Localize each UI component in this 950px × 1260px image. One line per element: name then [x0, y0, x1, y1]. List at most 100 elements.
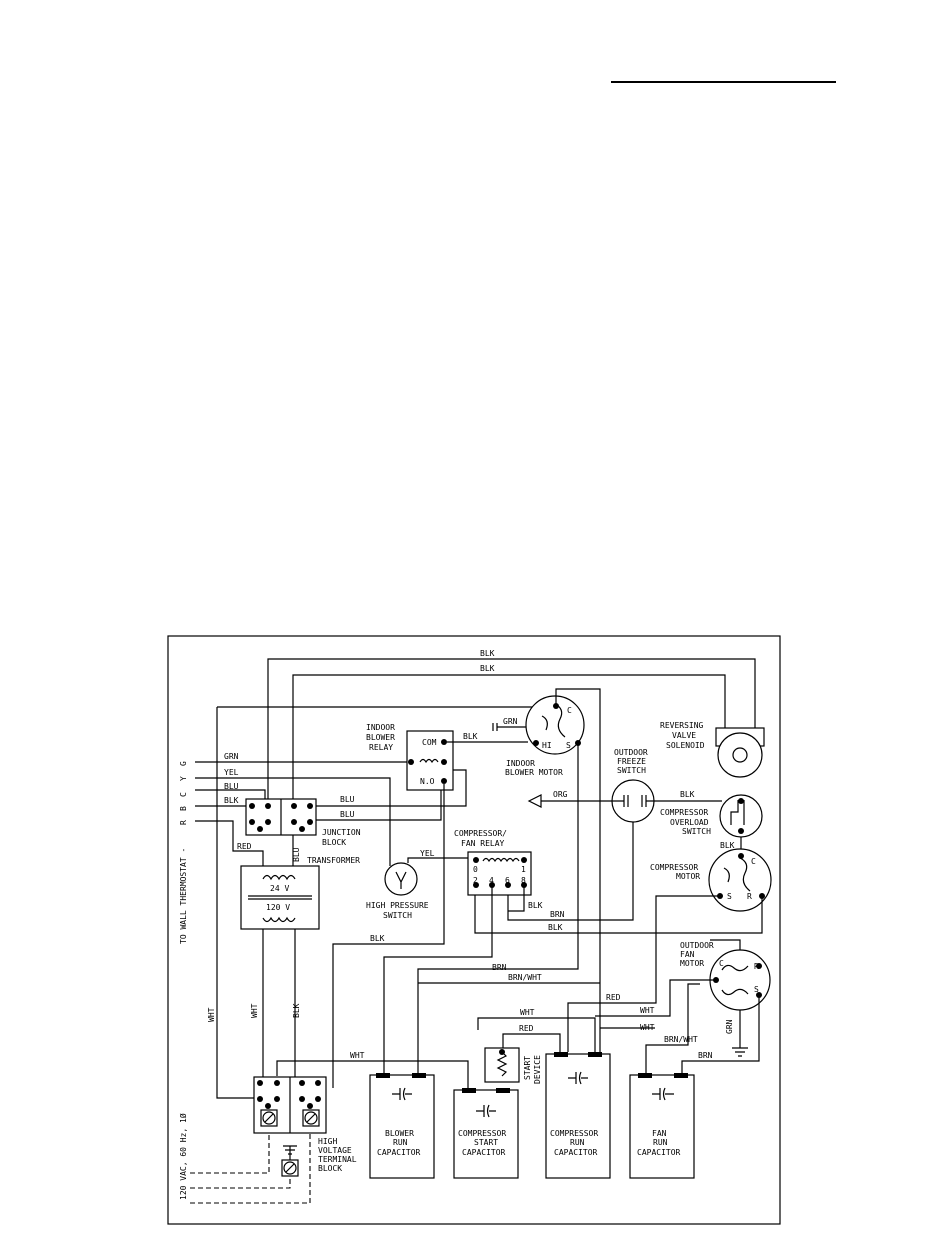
svg-text:CAPACITOR: CAPACITOR	[462, 1148, 506, 1157]
wire-label-brn-freeze: BRN	[550, 910, 565, 919]
wire-label-blu-vertical: BLU	[292, 847, 301, 862]
relay-t8: 8	[521, 876, 526, 885]
wire-label-grn-thermostat: GRN	[224, 752, 239, 761]
svg-text:BLOWER MOTOR: BLOWER MOTOR	[505, 768, 563, 777]
wire-label-blu-junction-1: BLU	[340, 795, 355, 804]
fan-motor-c: C	[719, 959, 724, 968]
wire-label-red-transformer: RED	[237, 842, 252, 851]
transformer-secondary: 24 V	[270, 884, 289, 893]
svg-text:MOTOR: MOTOR	[676, 872, 700, 881]
thermostat-terminal-b: B	[179, 806, 188, 811]
svg-text:SOLENOID: SOLENOID	[666, 741, 705, 750]
wire-label-blu-junction-2: BLU	[340, 810, 355, 819]
thermostat-terminal-c: C	[179, 792, 188, 797]
diagram-frame	[167, 635, 781, 1225]
power-label: 120 VAC, 60 Hz, 1Ø	[178, 1113, 188, 1200]
blower-motor-s: S	[566, 741, 571, 750]
svg-text:RELAY: RELAY	[369, 743, 393, 752]
relay-t4: 4	[489, 876, 494, 885]
svg-text:REVERSING: REVERSING	[660, 721, 704, 730]
svg-text:START: START	[474, 1138, 498, 1147]
high-pressure-switch	[384, 862, 418, 896]
compressor-motor	[708, 848, 772, 912]
indoor-blower-motor-label: INDOOR BLOWER MOTOR	[505, 759, 563, 777]
compressor-motor-label: COMPRESSOR MOTOR	[650, 863, 700, 881]
svg-text:TERMINAL: TERMINAL	[318, 1155, 357, 1164]
wire-label-wht-bottom: WHT	[350, 1051, 365, 1060]
wire-label-grn-blower: GRN	[503, 717, 518, 726]
wire-label-yel-hps: YEL	[420, 849, 435, 858]
svg-text:SWITCH: SWITCH	[617, 766, 646, 775]
compressor-motor-s: S	[727, 892, 732, 901]
wire-label-blk-overload: BLK	[720, 841, 735, 850]
wire-label-grn-fan: GRN	[725, 1019, 734, 1034]
fan-motor-s: S	[754, 985, 759, 994]
junction-block-label: JUNCTION BLOCK	[322, 828, 361, 847]
svg-text:HIGH PRESSURE: HIGH PRESSURE	[366, 901, 429, 910]
relay-no: N.O	[420, 777, 435, 786]
wire-label-red-compressor: RED	[606, 993, 621, 1002]
wire-label-red-middle: RED	[519, 1024, 534, 1033]
svg-text:RUN: RUN	[570, 1138, 585, 1147]
svg-text:INDOOR: INDOOR	[506, 759, 535, 768]
relay-t6: 6	[505, 876, 510, 885]
fan-run-capacitor: FAN RUN CAPACITOR	[629, 1073, 695, 1179]
svg-text:RUN: RUN	[393, 1138, 408, 1147]
outdoor-fan-motor-label: OUTDOOR FAN MOTOR	[680, 941, 714, 968]
svg-text:FAN RELAY: FAN RELAY	[461, 839, 505, 848]
thermostat-terminal-y: Y	[179, 776, 188, 781]
svg-text:BLOWER: BLOWER	[366, 733, 395, 742]
svg-text:COMPRESSOR: COMPRESSOR	[550, 1129, 598, 1138]
wire-label-wht-transformer: WHT	[250, 1003, 259, 1018]
wire-label-brn-wht-top: BRN/WHT	[508, 973, 542, 982]
svg-text:OUTDOOR: OUTDOOR	[614, 748, 648, 757]
wire-label-blk-transformer: BLK	[292, 1003, 301, 1018]
svg-text:FREEZE: FREEZE	[617, 757, 646, 766]
transformer-primary: 120 V	[266, 903, 290, 912]
svg-text:COMPRESSOR: COMPRESSOR	[660, 808, 708, 817]
svg-text:COMPRESSOR: COMPRESSOR	[650, 863, 698, 872]
blower-run-capacitor: BLOWER RUN CAPACITOR	[369, 1073, 435, 1179]
blower-motor-c: C	[567, 706, 572, 715]
svg-text:SWITCH: SWITCH	[682, 827, 711, 836]
thermostat-terminals: G Y C B R	[179, 761, 188, 825]
wire-label-yel-thermostat: YEL	[224, 768, 239, 777]
svg-text:CAPACITOR: CAPACITOR	[377, 1148, 421, 1157]
wire-label-wht-left: WHT	[207, 1007, 216, 1022]
svg-text:HIGH: HIGH	[318, 1137, 337, 1146]
wire-label-blu-thermostat: BLU	[224, 782, 239, 791]
start-device-label: START DEVICE	[523, 1055, 542, 1084]
relay-t2: 2	[473, 876, 478, 885]
wire-label-blk-relay-down: BLK	[370, 934, 385, 943]
svg-text:FAN: FAN	[680, 950, 695, 959]
reversing-valve-label: REVERSING VALVE SOLENOID	[660, 721, 705, 750]
relay-t1: 1	[521, 865, 526, 874]
svg-text:VALVE: VALVE	[672, 731, 696, 740]
svg-text:BLOCK: BLOCK	[318, 1164, 342, 1173]
thermostat-label: TO WALL THERMOSTAT -	[179, 848, 188, 944]
indoor-blower-relay-label: INDOOR BLOWER RELAY	[366, 723, 395, 752]
wire-label-wht-right: WHT	[640, 1023, 655, 1032]
wire-label-blk-relay: BLK	[463, 732, 478, 741]
svg-text:OVERLOAD: OVERLOAD	[670, 818, 709, 827]
thermostat-terminal-g: G	[179, 761, 188, 766]
svg-text:VOLTAGE: VOLTAGE	[318, 1146, 352, 1155]
svg-text:COMPRESSOR/: COMPRESSOR/	[454, 829, 507, 838]
wire-label-blk-thermostat: BLK	[224, 796, 239, 805]
compressor-start-capacitor: COMPRESSOR START CAPACITOR	[453, 1088, 519, 1179]
fan-motor-r: R	[754, 962, 759, 971]
high-voltage-terminal-block-label: HIGH VOLTAGE TERMINAL BLOCK	[318, 1137, 357, 1173]
outdoor-freeze-switch-label: OUTDOOR FREEZE SWITCH	[614, 748, 648, 775]
svg-text:BLOWER: BLOWER	[385, 1129, 414, 1138]
compressor-run-capacitor: COMPRESSOR RUN CAPACITOR	[545, 1052, 611, 1179]
compressor-motor-c: C	[751, 857, 756, 866]
relay-t0: 0	[473, 865, 478, 874]
wire-label-blk-top-1: BLK	[480, 649, 495, 658]
thermostat-terminal-r: R	[179, 820, 188, 825]
wire-label-brn-relay: BRN	[492, 963, 507, 972]
indoor-blower-motor	[525, 695, 585, 755]
header-rule	[611, 81, 836, 83]
svg-text:RUN: RUN	[653, 1138, 668, 1147]
wire-label-blk-top-2: BLK	[480, 664, 495, 673]
